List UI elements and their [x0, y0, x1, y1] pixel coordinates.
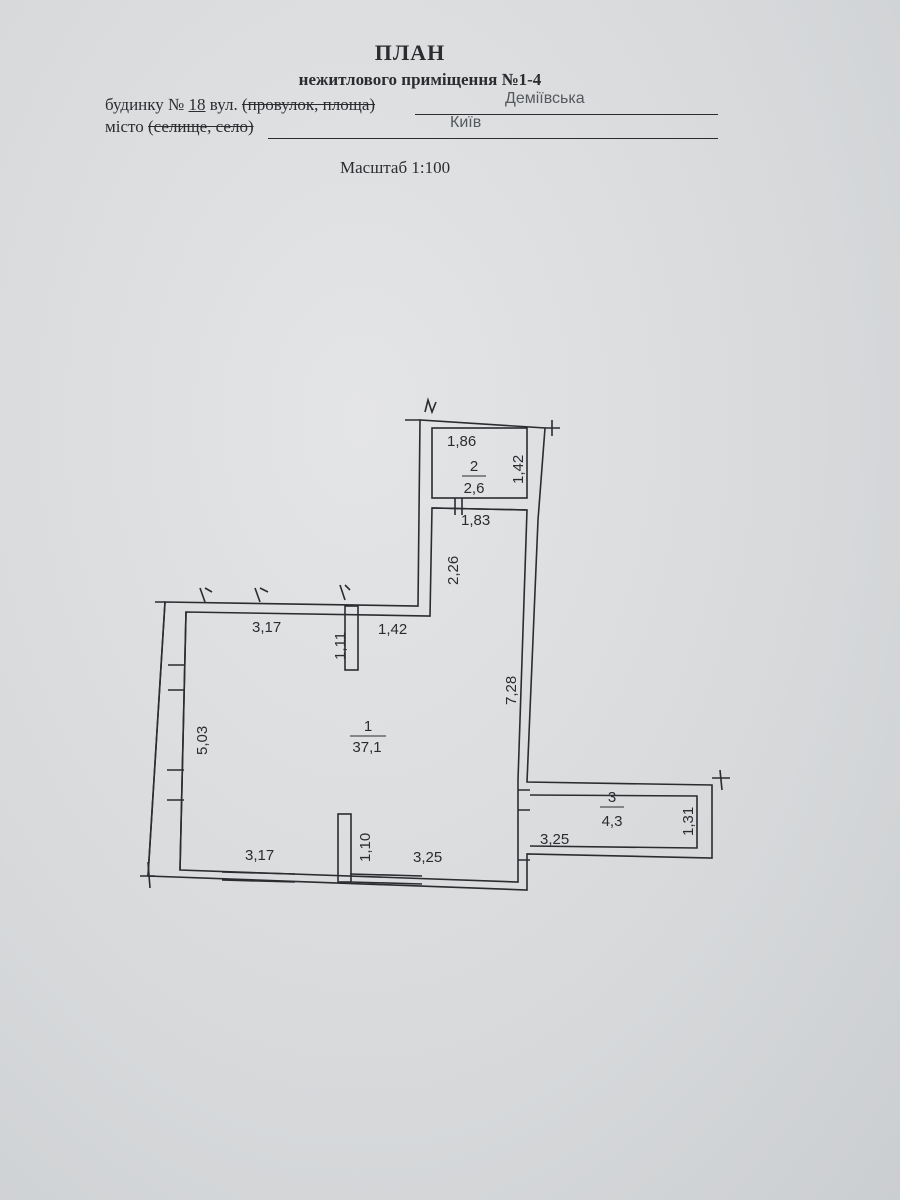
break-left-1 — [155, 587, 213, 603]
dim-bottom-right: 3,25 — [413, 849, 442, 866]
door-room-2 — [454, 498, 463, 515]
dim-partition-bottom: 1,10 — [357, 833, 374, 862]
break-top-left — [405, 397, 437, 421]
break-right — [712, 769, 730, 791]
dim-bottom-left: 3,17 — [245, 847, 274, 864]
room-1-number: 1 — [364, 718, 372, 735]
dim-room3-height: 1,31 — [680, 807, 697, 836]
scale-label: Масштаб 1:100 — [340, 158, 451, 177]
building-line: будинку № 18 вул. (провулок, площа) — [105, 95, 375, 115]
inner-wall — [179, 507, 528, 883]
city-line: місто (селище, село) — [105, 117, 254, 137]
partition-bottom — [337, 813, 352, 883]
dim-top-right: 1,42 — [378, 621, 407, 638]
dim-room2-height: 1,42 — [510, 455, 527, 484]
street-value: Деміївська — [505, 90, 585, 107]
city-prefix: місто — [105, 117, 144, 136]
room-2-outline — [431, 427, 528, 499]
city-underline — [268, 138, 718, 139]
break-left-3 — [339, 584, 351, 601]
dim-room3-width: 3,25 — [540, 831, 569, 848]
street-underline — [415, 114, 718, 115]
dim-right: 7,28 — [503, 676, 520, 705]
dim-left: 5,03 — [194, 726, 211, 755]
dim-partition-top: 1,11 — [332, 632, 349, 660]
room-3-area: 4,3 — [602, 813, 623, 830]
partition-top — [344, 605, 359, 671]
dim-room2-width: 1,86 — [447, 433, 476, 450]
building-prefix: будинку № — [105, 95, 185, 114]
dim-room2-bottom: 1,83 — [461, 512, 490, 529]
break-left-2 — [254, 587, 269, 603]
room-2-bottom-wall — [431, 507, 528, 511]
outer-wall — [147, 419, 713, 891]
street-struck: (провулок, площа) — [241, 95, 376, 114]
room-3-outline — [529, 794, 698, 849]
window-left — [167, 664, 185, 801]
city-value: Київ — [450, 114, 482, 131]
building-number: 18 — [188, 95, 206, 114]
plan-title: ПЛАН — [374, 40, 446, 65]
dim-top-left: 3,17 — [252, 619, 281, 636]
room-3-number: 3 — [608, 789, 616, 806]
plan-subtitle: нежитлового приміщення №1-4 — [298, 70, 542, 89]
break-top-right — [545, 420, 560, 436]
room-2-area: 2,6 — [464, 480, 485, 497]
wall-marks-right — [518, 789, 530, 861]
break-bottom-left — [140, 861, 155, 889]
street-prefix: вул. — [209, 95, 238, 114]
left-wall-outer — [147, 601, 166, 877]
city-struck: (селище, село) — [147, 117, 254, 136]
window-bottom-right — [349, 873, 423, 885]
dim-corridor: 2,26 — [445, 556, 462, 585]
room-2-number: 2 — [470, 458, 478, 475]
left-wall-inner — [179, 611, 187, 871]
window-bottom-left — [221, 871, 296, 883]
room-1-area: 37,1 — [352, 739, 381, 756]
